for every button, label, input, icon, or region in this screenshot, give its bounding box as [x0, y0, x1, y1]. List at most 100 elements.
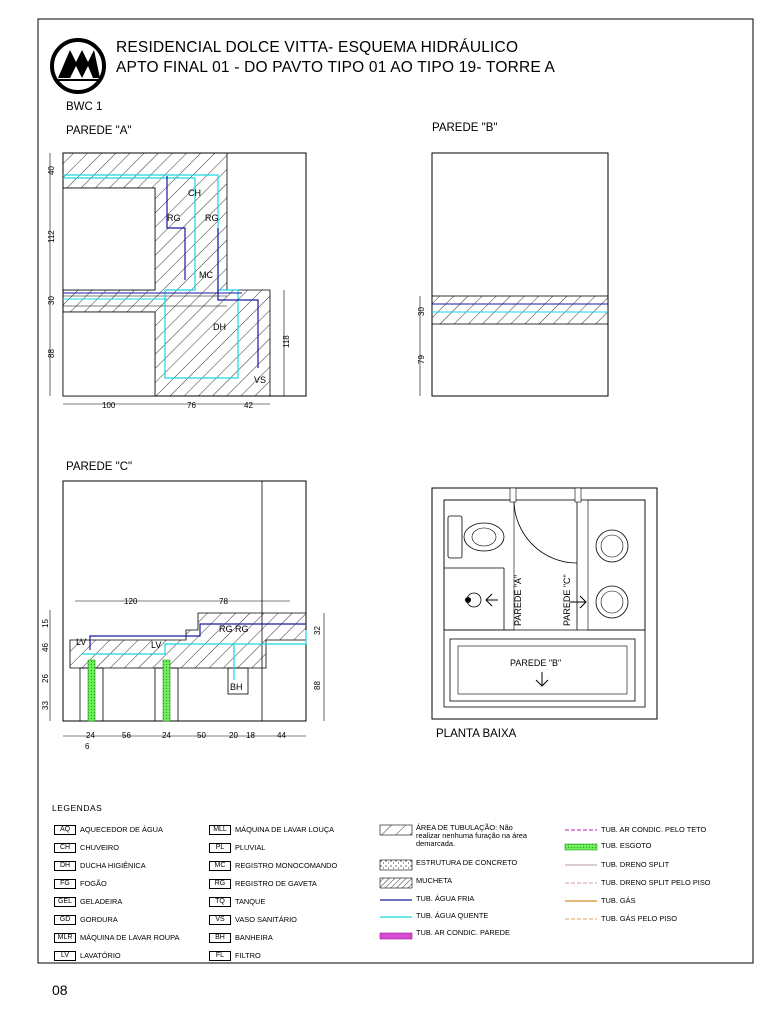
svg-text:32: 32 [313, 626, 322, 635]
svg-text:24: 24 [86, 731, 95, 740]
company-logo [50, 38, 106, 94]
legend-code-item: GEL GELADEIRA [54, 897, 123, 908]
legend-code: CH [54, 843, 76, 854]
legend-code: MC [209, 861, 231, 872]
legend-code-label: REGISTRO DE GAVETA [235, 879, 317, 888]
legend-code-item: LV LAVATÓRIO [54, 951, 121, 962]
svg-text:24: 24 [162, 731, 171, 740]
legend-code-label: MÁQUINA DE LAVAR LOUÇA [235, 825, 335, 834]
legend-code: TQ [209, 897, 231, 908]
svg-text:88: 88 [47, 349, 56, 358]
legend-entry: TUB. ESGOTO [601, 841, 652, 850]
wall-c-title: PAREDE "C" [66, 461, 133, 473]
legend-entry: TUB. DRENO SPLIT [601, 860, 670, 869]
plan-wall-b-label: PAREDE "B" [510, 658, 561, 668]
legend-code: GD [54, 915, 76, 926]
svg-text:33: 33 [41, 701, 50, 710]
svg-text:RG: RG [205, 213, 219, 223]
legend-code-label: AQUECEDOR DE ÁGUA [80, 825, 163, 834]
legend-code: PL [209, 843, 231, 854]
plan-wall-a-label: PAREDE "A" [513, 575, 523, 626]
legend-code-label: PLUVIAL [235, 843, 266, 852]
svg-text:88: 88 [313, 681, 322, 690]
legend-code-label: CHUVEIRO [80, 843, 120, 852]
legend-title: LEGENDAS [52, 803, 103, 813]
drawing-title: RESIDENCIAL DOLCE VITTA- ESQUEMA HIDRÁUL… [116, 39, 519, 56]
legend-code-item: FG FOGÃO [54, 879, 107, 890]
page-frame [37, 18, 754, 964]
legend-code-label: GORDURA [80, 915, 118, 924]
legend-code-label: FOGÃO [80, 879, 107, 888]
svg-text:40: 40 [47, 166, 56, 175]
legend-code-item: MLL MÁQUINA DE LAVAR LOUÇA [209, 825, 335, 836]
svg-text:100: 100 [102, 401, 116, 410]
svg-text:26: 26 [41, 674, 50, 683]
svg-text:30: 30 [47, 296, 56, 305]
wall-a-title: PAREDE "A" [66, 125, 132, 137]
svg-text:DH: DH [213, 322, 226, 332]
wall-b-elevation [419, 152, 609, 397]
legend-code-item: CH CHUVEIRO [54, 843, 120, 854]
legend-entry: TUB. GÁS PELO PISO [601, 914, 677, 923]
legend-code: MLL [209, 825, 231, 836]
legend-code-item: AQ AQUECEDOR DE ÁGUA [54, 825, 163, 836]
legend-entry: ESTRUTURA DE CONCRETO [416, 858, 518, 867]
svg-text:112: 112 [47, 230, 56, 243]
legend-code-label: FILTRO [235, 951, 261, 960]
svg-text:120: 120 [124, 597, 138, 606]
label-ch: CH [188, 188, 201, 198]
svg-text:44: 44 [277, 731, 286, 740]
section-label: BWC 1 [66, 101, 103, 113]
legend-entry: TUB. AR CONDIC. PAREDE [416, 928, 510, 937]
svg-text:LV: LV [151, 640, 161, 650]
svg-text:VS: VS [254, 375, 266, 385]
svg-text:76: 76 [187, 401, 196, 410]
legend-code-label: GELADEIRA [80, 897, 123, 906]
legend-code: BH [209, 933, 231, 944]
floor-plan [431, 487, 658, 720]
drawing-subtitle: APTO FINAL 01 - DO PAVTO TIPO 01 AO TIPO… [116, 59, 556, 76]
legend-entry: TUB. GÁS [601, 896, 636, 905]
svg-text:42: 42 [244, 401, 253, 410]
svg-text:20: 20 [229, 731, 238, 740]
legend-entry: TUB. AR CONDIC. PELO TETO [601, 825, 707, 834]
page-number: 08 [52, 982, 68, 998]
svg-text:18: 18 [246, 731, 255, 740]
legend-code-item: PL PLUVIAL [209, 843, 266, 854]
legend-entry: ÁREA DE TUBULAÇÃO: Não realizar nenhuma … [416, 823, 527, 848]
svg-text:30: 30 [417, 307, 426, 316]
wall-b-title: PAREDE "B" [432, 122, 498, 134]
legend-code: AQ [54, 825, 76, 836]
legend-code: GEL [54, 897, 76, 908]
legend-code: FL [209, 951, 231, 962]
svg-text:BH: BH [230, 682, 243, 692]
legend-code-label: TANQUE [235, 897, 266, 906]
plan-title: PLANTA BAIXA [436, 728, 517, 740]
wall-c-elevation [49, 480, 325, 737]
legend-entry: TUB. ÁGUA QUENTE [416, 911, 489, 920]
legend-code-item: TQ TANQUE [209, 897, 266, 908]
svg-text:56: 56 [122, 731, 131, 740]
legend-code: FG [54, 879, 76, 890]
legend-entry: MUCHETA [416, 876, 452, 885]
legend-code: LV [54, 951, 76, 962]
svg-text:MC: MC [199, 270, 213, 280]
wall-a-elevation [49, 152, 307, 405]
legend-code: RG [209, 879, 231, 890]
legend-code-item: MC REGISTRO MONOCOMANDO [209, 861, 338, 872]
legend-code-label: LAVATÓRIO [80, 951, 121, 960]
svg-text:RG: RG [167, 213, 181, 223]
legend-code-label: VASO SANITÁRIO [235, 915, 297, 924]
legend-code-item: FL FILTRO [209, 951, 261, 962]
legend-entry: TUB. ÁGUA FRIA [416, 894, 475, 903]
plan-wall-c-label: PAREDE "C" [562, 574, 572, 626]
svg-text:46: 46 [41, 643, 50, 652]
legend-code-label: REGISTRO MONOCOMANDO [235, 861, 338, 870]
svg-text:15: 15 [41, 619, 50, 628]
legend-entry: TUB. DRENO SPLIT PELO PISO [601, 878, 711, 887]
